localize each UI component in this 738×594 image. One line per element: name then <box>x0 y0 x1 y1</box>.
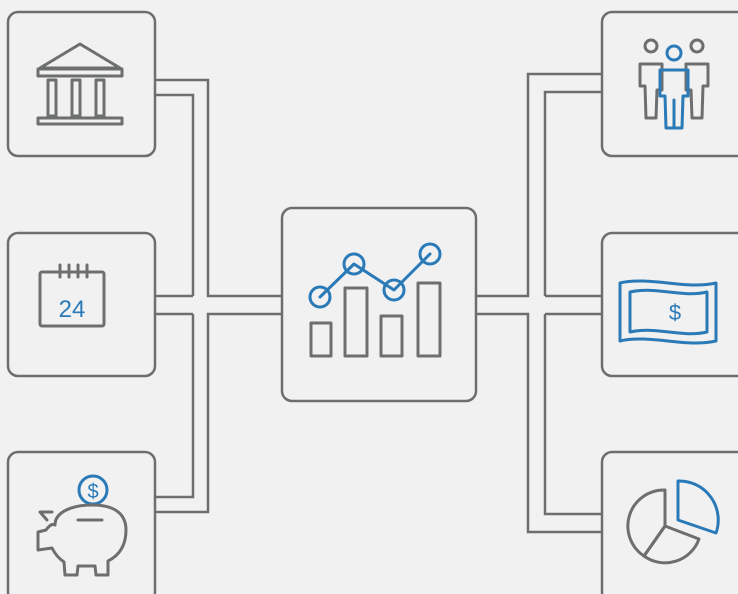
connector-pie-inner <box>543 314 602 516</box>
piggy-bank-card <box>6 450 157 594</box>
piggy-bank-icon: $ <box>36 474 128 577</box>
chart-bar-3 <box>379 314 404 358</box>
coin-symbol-text: $ <box>87 481 98 503</box>
chart-point-4 <box>418 242 442 266</box>
calendar-day-text: 24 <box>59 296 86 323</box>
chart-point-3 <box>382 278 406 302</box>
chart-bar-2 <box>343 286 369 358</box>
connectors <box>155 72 602 534</box>
chart-bar-4 <box>416 281 442 358</box>
analytics-chart-icon <box>308 242 442 358</box>
center-card <box>280 206 478 403</box>
connector-bank-outer <box>155 78 282 298</box>
bank-building-icon <box>36 42 124 126</box>
people-card <box>600 10 738 158</box>
calendar-card <box>6 231 157 378</box>
chart-trend-line <box>318 252 432 299</box>
connector-pie-outer <box>476 312 602 534</box>
connector-people-inner <box>543 90 602 296</box>
people-group-icon <box>638 38 710 130</box>
connector-people-outer <box>476 72 602 298</box>
connector-piggy-inner <box>155 314 195 499</box>
pie-chart-icon <box>626 479 720 565</box>
pie-card <box>600 450 738 594</box>
dollar-bill-icon: $ <box>618 279 718 345</box>
connector-piggy-outer <box>155 312 282 514</box>
chart-bar-1 <box>309 321 333 358</box>
connector-bank-inner <box>155 93 195 296</box>
chart-point-2 <box>342 252 366 276</box>
calendar-icon: 24 <box>38 263 106 328</box>
chart-point-1 <box>308 285 332 309</box>
bill-symbol-text: $ <box>669 300 681 325</box>
